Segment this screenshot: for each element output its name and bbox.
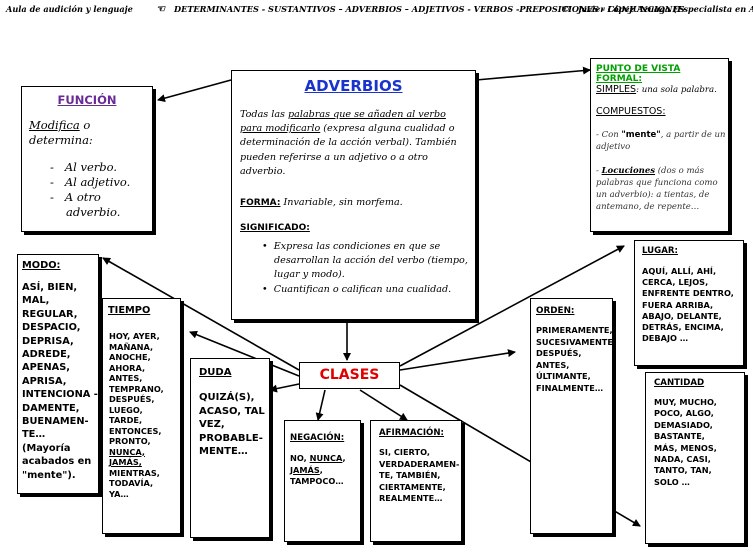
list-item: NUNCA,: [109, 446, 145, 457]
forma-line: FORMA: Invariable, sin morfema.: [240, 197, 470, 208]
list-item: ANTES,: [109, 373, 143, 383]
adverbios-box: ADVERBIOS Todas las palabras que se añad…: [231, 70, 476, 320]
modo-box: MODO: ASÍ, BIEN, MAL, REGULAR, DESPACIO,…: [17, 254, 99, 494]
list-item: JAMÁS,: [109, 457, 142, 467]
list-item: YA…: [109, 488, 129, 499]
compuestos-item-locuciones: - Locuciones (dos o más palabras que fun…: [596, 166, 718, 212]
list-item: TEMPRANO,: [109, 383, 164, 394]
list-item: LUEGO,: [109, 404, 143, 415]
afirmacion-title: AFIRMACIÓN:: [379, 428, 444, 438]
orden-words: PRIMERAMENTE, SUCESIVAMENTE, DESPUÉS, AN…: [536, 325, 617, 393]
arrow-to-duda: [269, 383, 300, 393]
significado-label: SIGNIFICADO:: [240, 223, 310, 233]
funcion-list: - Al verbo. - Al adjetivo. - A otro adve…: [50, 160, 150, 220]
modo-title: MODO:: [22, 260, 61, 271]
list-item: - A otro adverbio.: [50, 190, 121, 219]
afirmacion-box: AFIRMACIÓN: SI, CIERTO, VERDADERAMEN-TE,…: [370, 420, 462, 542]
hand-icon: ☜: [560, 4, 569, 15]
orden-title: ORDEN:: [536, 306, 575, 316]
list-item: MIENTRAS,: [109, 467, 160, 478]
list-item: ENTONCES,: [109, 425, 162, 436]
cantidad-title: CANTIDAD: [654, 378, 705, 388]
simples-label: SIMPLES: [596, 84, 637, 95]
duda-words: QUIZÁ(S), ACASO, TAL VEZ, PROBABLE-MENTE…: [199, 392, 265, 457]
modo-words: ASÍ, BIEN, MAL, REGULAR, DESPACIO, DEPRI…: [22, 282, 98, 441]
compuestos-item-mente: - Con "mente", a partir de un adjetivo: [596, 130, 726, 152]
punto-title: PUNTO DE VISTA FORMAL:: [596, 64, 681, 84]
hand-icon: ☜: [156, 4, 165, 15]
forma-label: FORMA:: [240, 198, 281, 208]
orden-box: ORDEN: PRIMERAMENTE, SUCESIVAMENTE, DESP…: [530, 298, 617, 534]
simples-line: SIMPLES: una sola palabra.: [596, 84, 728, 95]
tiempo-words: HOY, AYER, MAÑANA, ANOCHE, AHORA, ANTES,…: [109, 331, 181, 499]
funcion-title: FUNCIÓN: [57, 93, 117, 107]
funcion-intro: Modifica o determina:: [29, 118, 93, 147]
compuestos-label: COMPUESTOS:: [596, 106, 666, 117]
list-item: AHORA,: [109, 362, 146, 373]
list-item: • Expresa las condiciones en que se desa…: [262, 241, 468, 281]
duda-title: DUDA: [199, 367, 232, 378]
list-item: HOY, AYER,: [109, 331, 160, 341]
tiempo-box: TIEMPO HOY, AYER, MAÑANA, ANOCHE, AHORA,…: [102, 298, 181, 534]
cantidad-words: MUY, MUCHO, POCO, ALGO, DEMASIADO, BASTA…: [654, 397, 717, 487]
clases-label: CLASES: [319, 367, 380, 383]
lugar-title: LUGAR:: [642, 246, 678, 256]
list-item: TARDE,: [109, 415, 143, 425]
arrow-to-funcion: [157, 79, 232, 103]
negacion-title: NEGACIÓN:: [290, 433, 345, 443]
adverbios-definition: Todas las palabras que se añaden al verb…: [240, 109, 457, 177]
negacion-line-1: NO, NUNCA,: [290, 453, 346, 463]
negacion-words: NO, NUNCA, JAMÁS, TAMPOCO…: [290, 453, 360, 488]
list-item: DESPUÉS,: [109, 394, 155, 404]
list-item: ANOCHE,: [109, 352, 151, 362]
significado-list: • Expresa las condiciones en que se desa…: [262, 240, 470, 297]
cantidad-box: CANTIDAD MUY, MUCHO, POCO, ALGO, DEMASIA…: [645, 372, 745, 544]
forma-text: Invariable, sin morfema.: [280, 197, 403, 208]
arrow-to-afirmacion: [359, 389, 408, 421]
arrow-to-negacion: [315, 389, 326, 421]
negacion-line-2: JAMÁS,: [290, 464, 323, 475]
list-item: - Al verbo.: [50, 160, 118, 174]
arrow-to-punto: [475, 66, 591, 81]
list-item: PRONTO,: [109, 436, 151, 446]
punto-vista-box: PUNTO DE VISTA FORMAL: SIMPLES: una sola…: [590, 58, 729, 232]
simples-text: : una sola palabra.: [636, 85, 717, 95]
lugar-words: AQUÍ, ALLÍ, AHÍ, CERCA, LEJOS, ENFRENTE …: [642, 266, 734, 344]
adverbios-title: ADVERBIOS: [304, 77, 403, 95]
list-item: TODAVÍA,: [109, 478, 154, 488]
modo-note: (Mayoría acabados en "mente").: [22, 443, 92, 481]
duda-box: DUDA QUIZÁ(S), ACASO, TAL VEZ, PROBABLE-…: [190, 358, 270, 538]
arrow-to-orden: [399, 349, 516, 371]
page-header: Aula de audición y lenguaje ☜ DETERMINAN…: [6, 4, 753, 18]
negacion-box: NEGACIÓN: NO, NUNCA, JAMÁS, TAMPOCO…: [284, 420, 361, 542]
afirmacion-words: SI, CIERTO, VERDADERAMEN-TE, TAMBIÉN, CI…: [379, 447, 460, 504]
header-author: Javier López Azuaga (Especialista en A.L…: [578, 4, 753, 14]
list-item: - Al adjetivo.: [50, 175, 131, 189]
header-topics: DETERMINANTES - SUSTANTIVOS – ADVERBIOS …: [174, 4, 685, 14]
arrow-to-lugar: [399, 245, 625, 367]
funcion-box: FUNCIÓN Modifica o determina: - Al verbo…: [21, 86, 153, 232]
arrow-to-tiempo: [189, 330, 300, 377]
tiempo-title: TIEMPO: [108, 305, 151, 316]
list-item: MAÑANA,: [109, 341, 154, 352]
lugar-box: LUGAR: AQUÍ, ALLÍ, AHÍ, CERCA, LEJOS, EN…: [634, 240, 744, 366]
arrow-to-modo: [102, 257, 300, 371]
negacion-line-3: TAMPOCO…: [290, 476, 344, 486]
clases-box: CLASES: [299, 362, 400, 389]
header-left: Aula de audición y lenguaje: [6, 4, 133, 14]
list-item: • Cuantifican o califican una cualidad.: [262, 283, 452, 295]
